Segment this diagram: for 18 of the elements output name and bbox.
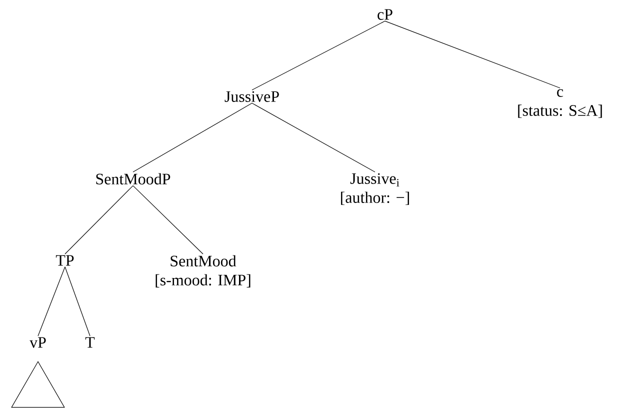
branch-line bbox=[252, 20, 386, 90]
branch-line bbox=[132, 185, 204, 254]
subtree-triangle bbox=[11, 361, 65, 408]
category-label: T bbox=[85, 337, 95, 348]
category-label: cP bbox=[378, 9, 392, 20]
category-label: TP bbox=[56, 255, 74, 266]
branch-line bbox=[64, 266, 90, 336]
branch-line bbox=[64, 185, 134, 254]
feature-label: c [status: S≤A] bbox=[518, 89, 602, 118]
branch-line bbox=[132, 102, 252, 172]
branch-line bbox=[252, 102, 376, 172]
category-label: JussiveP bbox=[224, 91, 279, 102]
feature-label: SentMood [s-mood: IMP] bbox=[156, 255, 250, 288]
feature-label: Jussive$_{i}$ [author: −] bbox=[341, 173, 409, 205]
branch-line bbox=[38, 266, 66, 336]
category-label: SentMoodP bbox=[96, 173, 170, 184]
category-label: vP bbox=[30, 337, 46, 348]
branch-line bbox=[384, 20, 560, 88]
